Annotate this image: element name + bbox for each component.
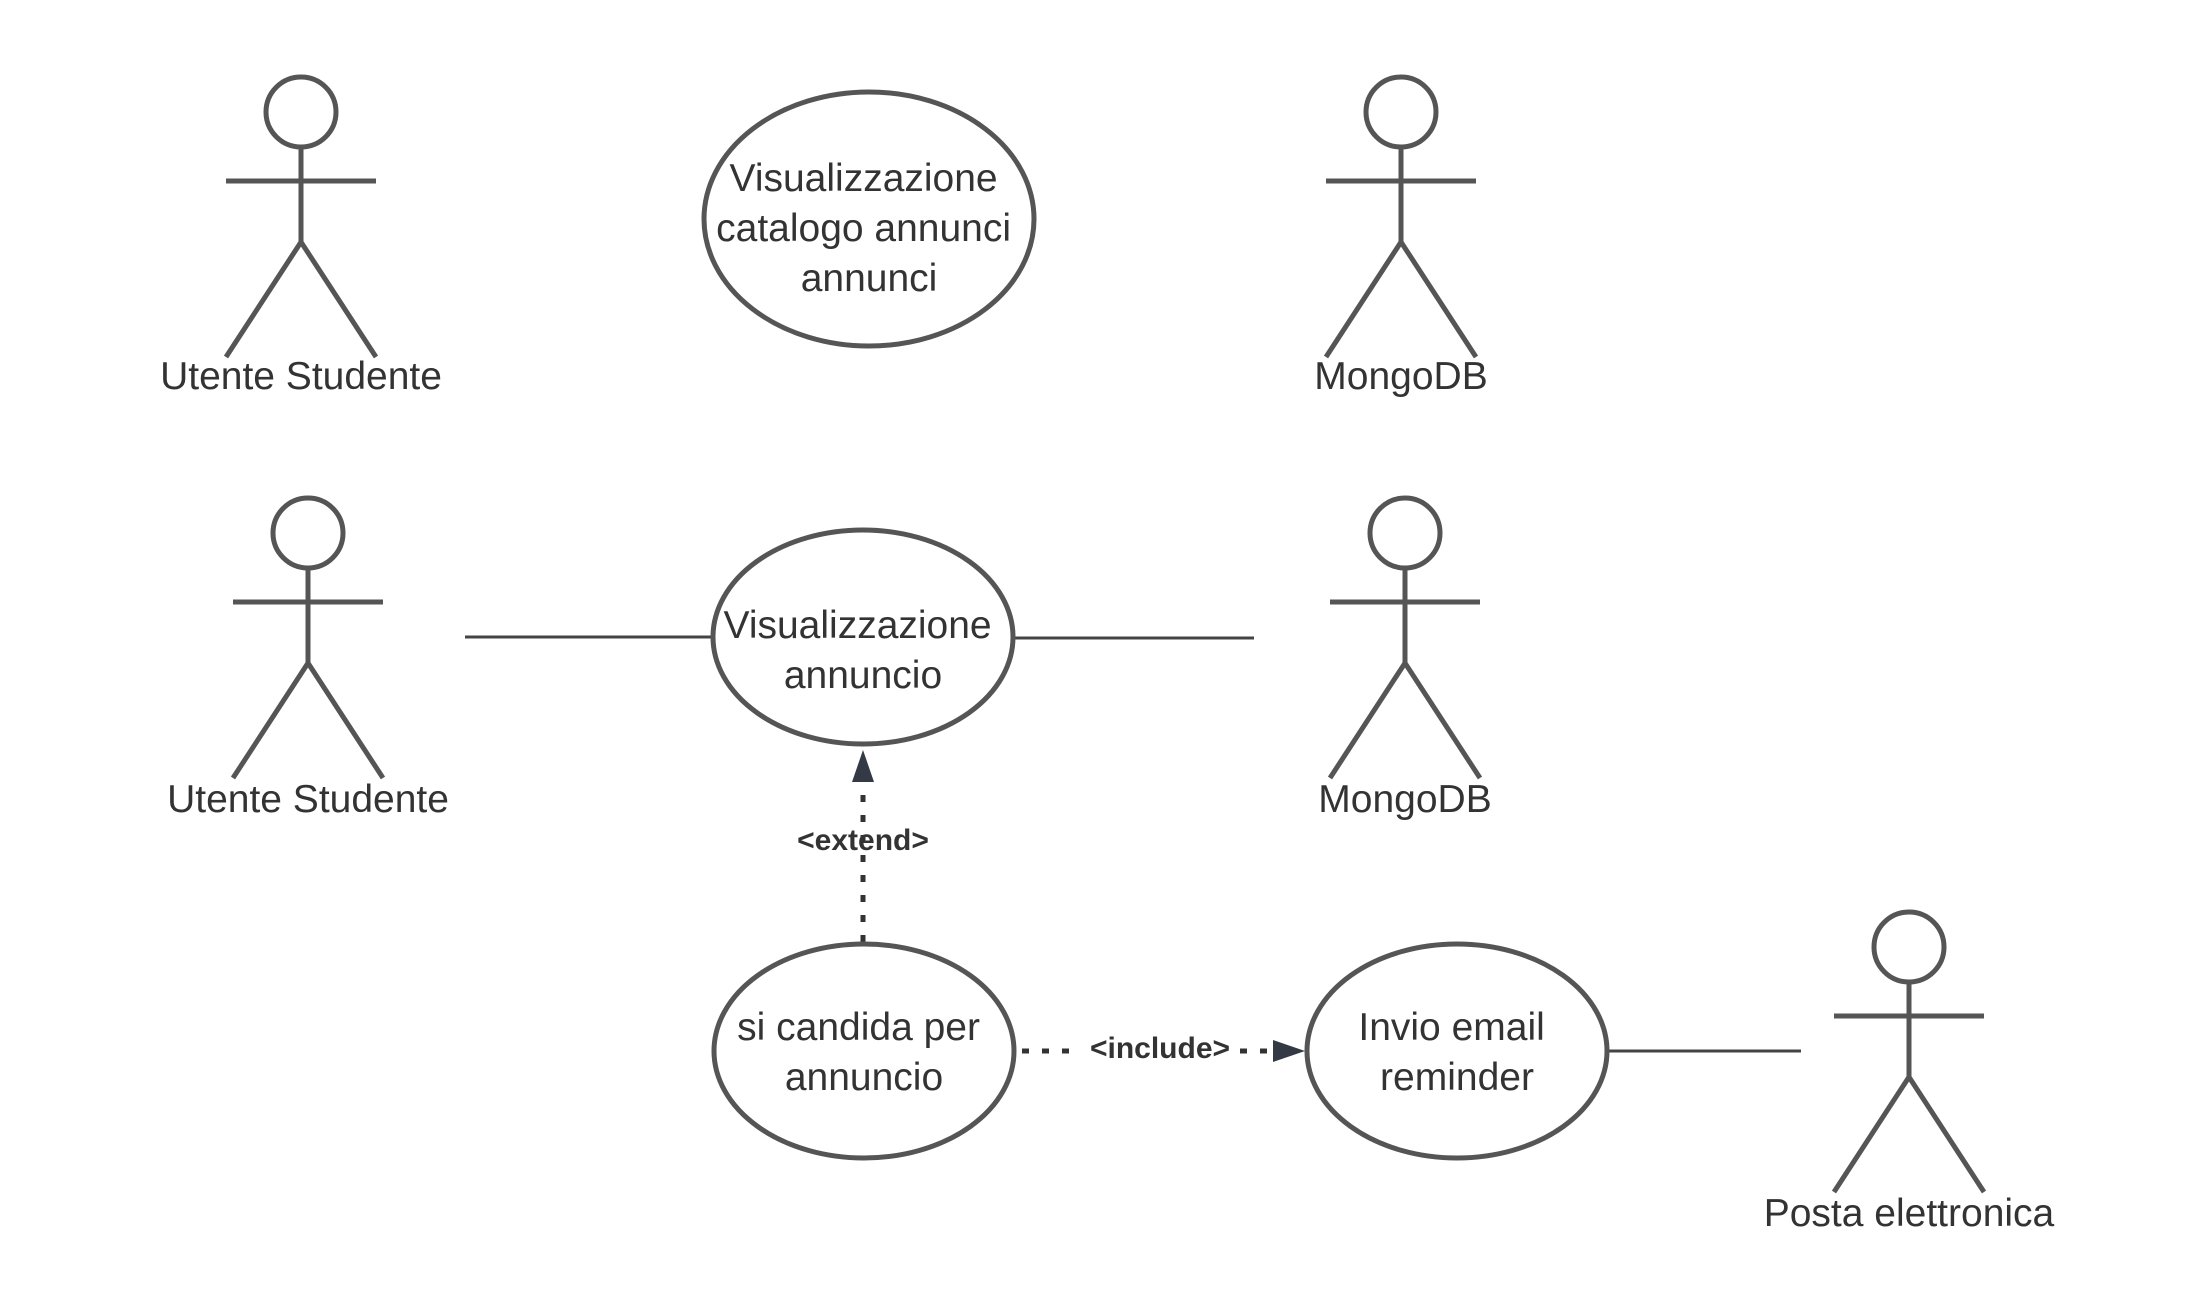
actor-head-icon xyxy=(1363,74,1439,150)
use-case-view-ad-line-2: annuncio xyxy=(784,654,942,697)
use-case-catalog-view: Visualizzazione catalogo annunci annunci xyxy=(701,89,1037,349)
use-case-view-ad-line-1: Visualizzazione xyxy=(724,604,992,647)
actor-student-top xyxy=(223,74,379,359)
use-case-apply-ad: si candida per annuncio xyxy=(711,941,1017,1161)
actor-mongodb-top xyxy=(1323,74,1479,359)
include-label: <include> xyxy=(1090,1032,1230,1065)
actor-student-middle-label: Utente Studente xyxy=(167,778,449,821)
use-case-catalog-view-line-1: Visualizzazione xyxy=(730,157,998,200)
use-case-email-reminder: Invio email reminder xyxy=(1304,941,1610,1161)
use-case-apply-ad-line-2: annuncio xyxy=(785,1056,943,1099)
extend-label: <extend> xyxy=(797,824,929,857)
svg-text:Visualizzazione catalogo: Visualizzazione catalogo annunci annunci xyxy=(716,157,1022,300)
use-case-catalog-view-line-2: catalogo annunci xyxy=(716,207,1011,250)
include-arrowhead xyxy=(1273,1040,1305,1062)
svg-text:Visualizzazione annuncio: Visualizzazione annuncio xyxy=(724,604,1003,697)
actor-mongodb-middle-label: MongoDB xyxy=(1318,778,1491,821)
actor-mongodb-middle xyxy=(1327,495,1483,780)
actor-mongodb-top-label: MongoDB xyxy=(1314,355,1487,398)
actor-mail-label: Posta elettronica xyxy=(1764,1192,2055,1235)
actor-mail xyxy=(1831,909,1987,1194)
use-case-email-reminder-line-2: reminder xyxy=(1380,1056,1534,1099)
extend-arrowhead xyxy=(852,750,874,782)
use-case-view-ad: Visualizzazione annuncio xyxy=(710,527,1016,747)
svg-text:si candida per annuncio: si candida per annuncio xyxy=(737,1006,991,1099)
actor-student-top-label: Utente Studente xyxy=(160,355,442,398)
use-case-apply-ad-line-1: si candida per xyxy=(737,1006,980,1049)
actor-head-icon xyxy=(1871,909,1947,985)
actor-head-icon xyxy=(1367,495,1443,571)
actor-head-icon xyxy=(263,74,339,150)
use-case-catalog-view-line-3: annunci xyxy=(801,257,938,300)
actor-student-middle xyxy=(230,495,386,780)
svg-text:Invio email reminder: Invio email reminder xyxy=(1358,1006,1555,1099)
use-case-email-reminder-line-1: Invio email xyxy=(1358,1006,1544,1049)
actor-head-icon xyxy=(270,495,346,571)
